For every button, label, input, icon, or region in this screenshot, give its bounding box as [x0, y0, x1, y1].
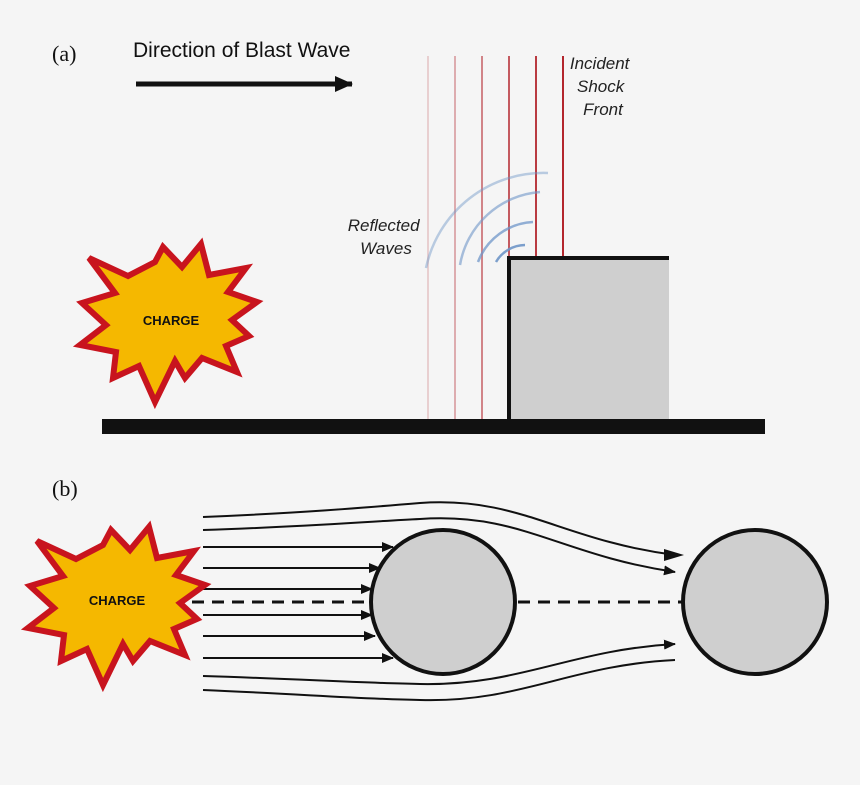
incident-label-line: Incident [570, 54, 631, 73]
rear-cylinder [681, 528, 829, 676]
flow-line [202, 639, 676, 686]
reflected-wave [424, 171, 549, 269]
charge-burst-a: CHARGE [72, 237, 264, 410]
incident-label-line: Shock [577, 77, 626, 96]
reflected-wave [476, 220, 534, 263]
panel-b: (b) CHARGE [20, 476, 829, 702]
reflected-label: Reflected Waves [348, 216, 425, 258]
panel-b-label: (b) [52, 476, 78, 501]
charge-label: CHARGE [89, 593, 146, 608]
structure-block [509, 258, 669, 421]
flow-line [202, 659, 676, 702]
incident-label: Incident Shock Front [570, 54, 634, 119]
front-cylinder [369, 528, 517, 676]
flow-line [202, 501, 676, 556]
reflected-wave [458, 190, 541, 266]
direction-label: Direction of Blast Wave [133, 39, 350, 62]
panel-a: (a) Direction of Blast Wave Incident Sho… [52, 39, 765, 434]
flow-line [202, 517, 676, 576]
structure-outline [507, 256, 669, 421]
reflected-wave [494, 243, 526, 263]
charge-label: CHARGE [143, 313, 200, 328]
ground [102, 419, 765, 434]
charge-burst-b: CHARGE [20, 520, 212, 693]
reflected-waves [424, 171, 549, 269]
flow-arrowhead [664, 549, 684, 561]
charge-star [72, 237, 264, 410]
reflected-label-line: Reflected [348, 216, 420, 235]
charge-star [20, 520, 212, 693]
flow-lines [202, 501, 676, 702]
panel-a-label: (a) [52, 41, 76, 66]
incident-label-line: Front [583, 100, 624, 119]
incident-shock-lines [427, 56, 564, 421]
reflected-label-line: Waves [360, 239, 412, 258]
